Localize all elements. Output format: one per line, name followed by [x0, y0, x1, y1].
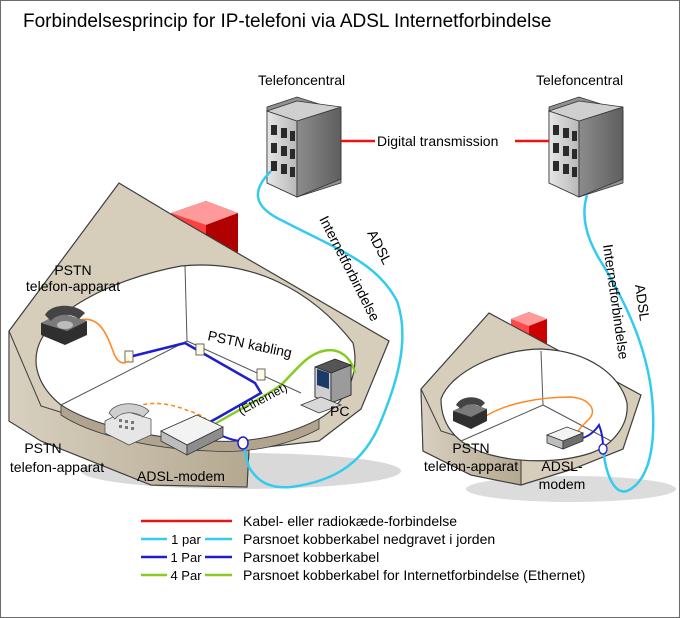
legend-tag-2: 1 Par — [170, 550, 202, 565]
cable-orange-top-phone — [76, 318, 130, 364]
legend-text-1: Parsnoet kobberkabel nedgravet i jorden — [243, 531, 495, 547]
adsl-modem-large-icon — [160, 414, 224, 456]
legend-text-2: Parsnoet kobberkabel — [243, 549, 379, 565]
diagram-title: Forbindelsesprincip for IP-telefoni via … — [23, 11, 551, 32]
inet-right-label: Internetforbindelse — [600, 243, 632, 360]
digital-transmission-label: Digital transmission — [377, 133, 498, 149]
adsl-right-label: ADSL — [632, 283, 653, 322]
phone-small-icon — [453, 397, 487, 429]
legend-text-3: Parsnoet kobberkabel for Internetforbind… — [243, 567, 585, 583]
legend-tag-3: 4 Par — [170, 568, 202, 583]
legend-tag-bg-3 — [167, 567, 205, 582]
pstn-phone-top-label-2: telefon-apparat — [26, 278, 120, 294]
cable-cyan-small — [583, 194, 655, 493]
legend-tag-bg-2 — [167, 549, 205, 564]
junction-large — [237, 436, 249, 450]
cable-cyan-large — [241, 170, 404, 489]
small-modem-label-1: ADSL- — [541, 458, 583, 474]
pc-label: PC — [330, 403, 349, 419]
pstn-phone-top-label-1: PSTN — [54, 262, 91, 278]
small-modem-label-2: modem — [539, 476, 586, 492]
cable-orange-bottom-phone — [130, 402, 209, 428]
phone-top-icon — [41, 305, 87, 345]
exchange-right-label: Telefoncentral — [536, 72, 623, 88]
pstn-phone-bottom-label-1: PSTN — [24, 440, 61, 456]
cable-blue-small — [578, 422, 604, 448]
wall-socket-2 — [195, 343, 205, 356]
junction-small — [598, 443, 608, 455]
cable-orange-small — [478, 396, 594, 436]
small-phone-label-1: PSTN — [452, 440, 489, 456]
pstn-phone-bottom-label-2: telefon-apparat — [10, 459, 104, 475]
phone-bottom-icon — [104, 403, 152, 446]
adsl-modem-large-label: ADSL-modem — [137, 468, 225, 484]
legend-tag-1: 1 par — [171, 532, 201, 547]
wall-socket-1 — [124, 350, 134, 363]
exchange-right-building — [547, 96, 624, 198]
adsl-left-label: ADSL — [364, 227, 395, 267]
wall-socket-3 — [256, 368, 266, 381]
exchange-left-label: Telefoncentral — [258, 72, 345, 88]
adsl-modem-small-icon — [545, 426, 585, 450]
exchange-left-building — [265, 96, 342, 198]
small-phone-label-2: telefon-apparat — [424, 458, 518, 474]
legend-tag-bg-1 — [167, 531, 205, 546]
pc-icon — [299, 358, 352, 414]
legend-text-0: Kabel- eller radiokæde-forbindelse — [243, 513, 457, 529]
cable-blue-pstn — [128, 341, 263, 429]
cable-green-ethernet — [212, 348, 357, 427]
